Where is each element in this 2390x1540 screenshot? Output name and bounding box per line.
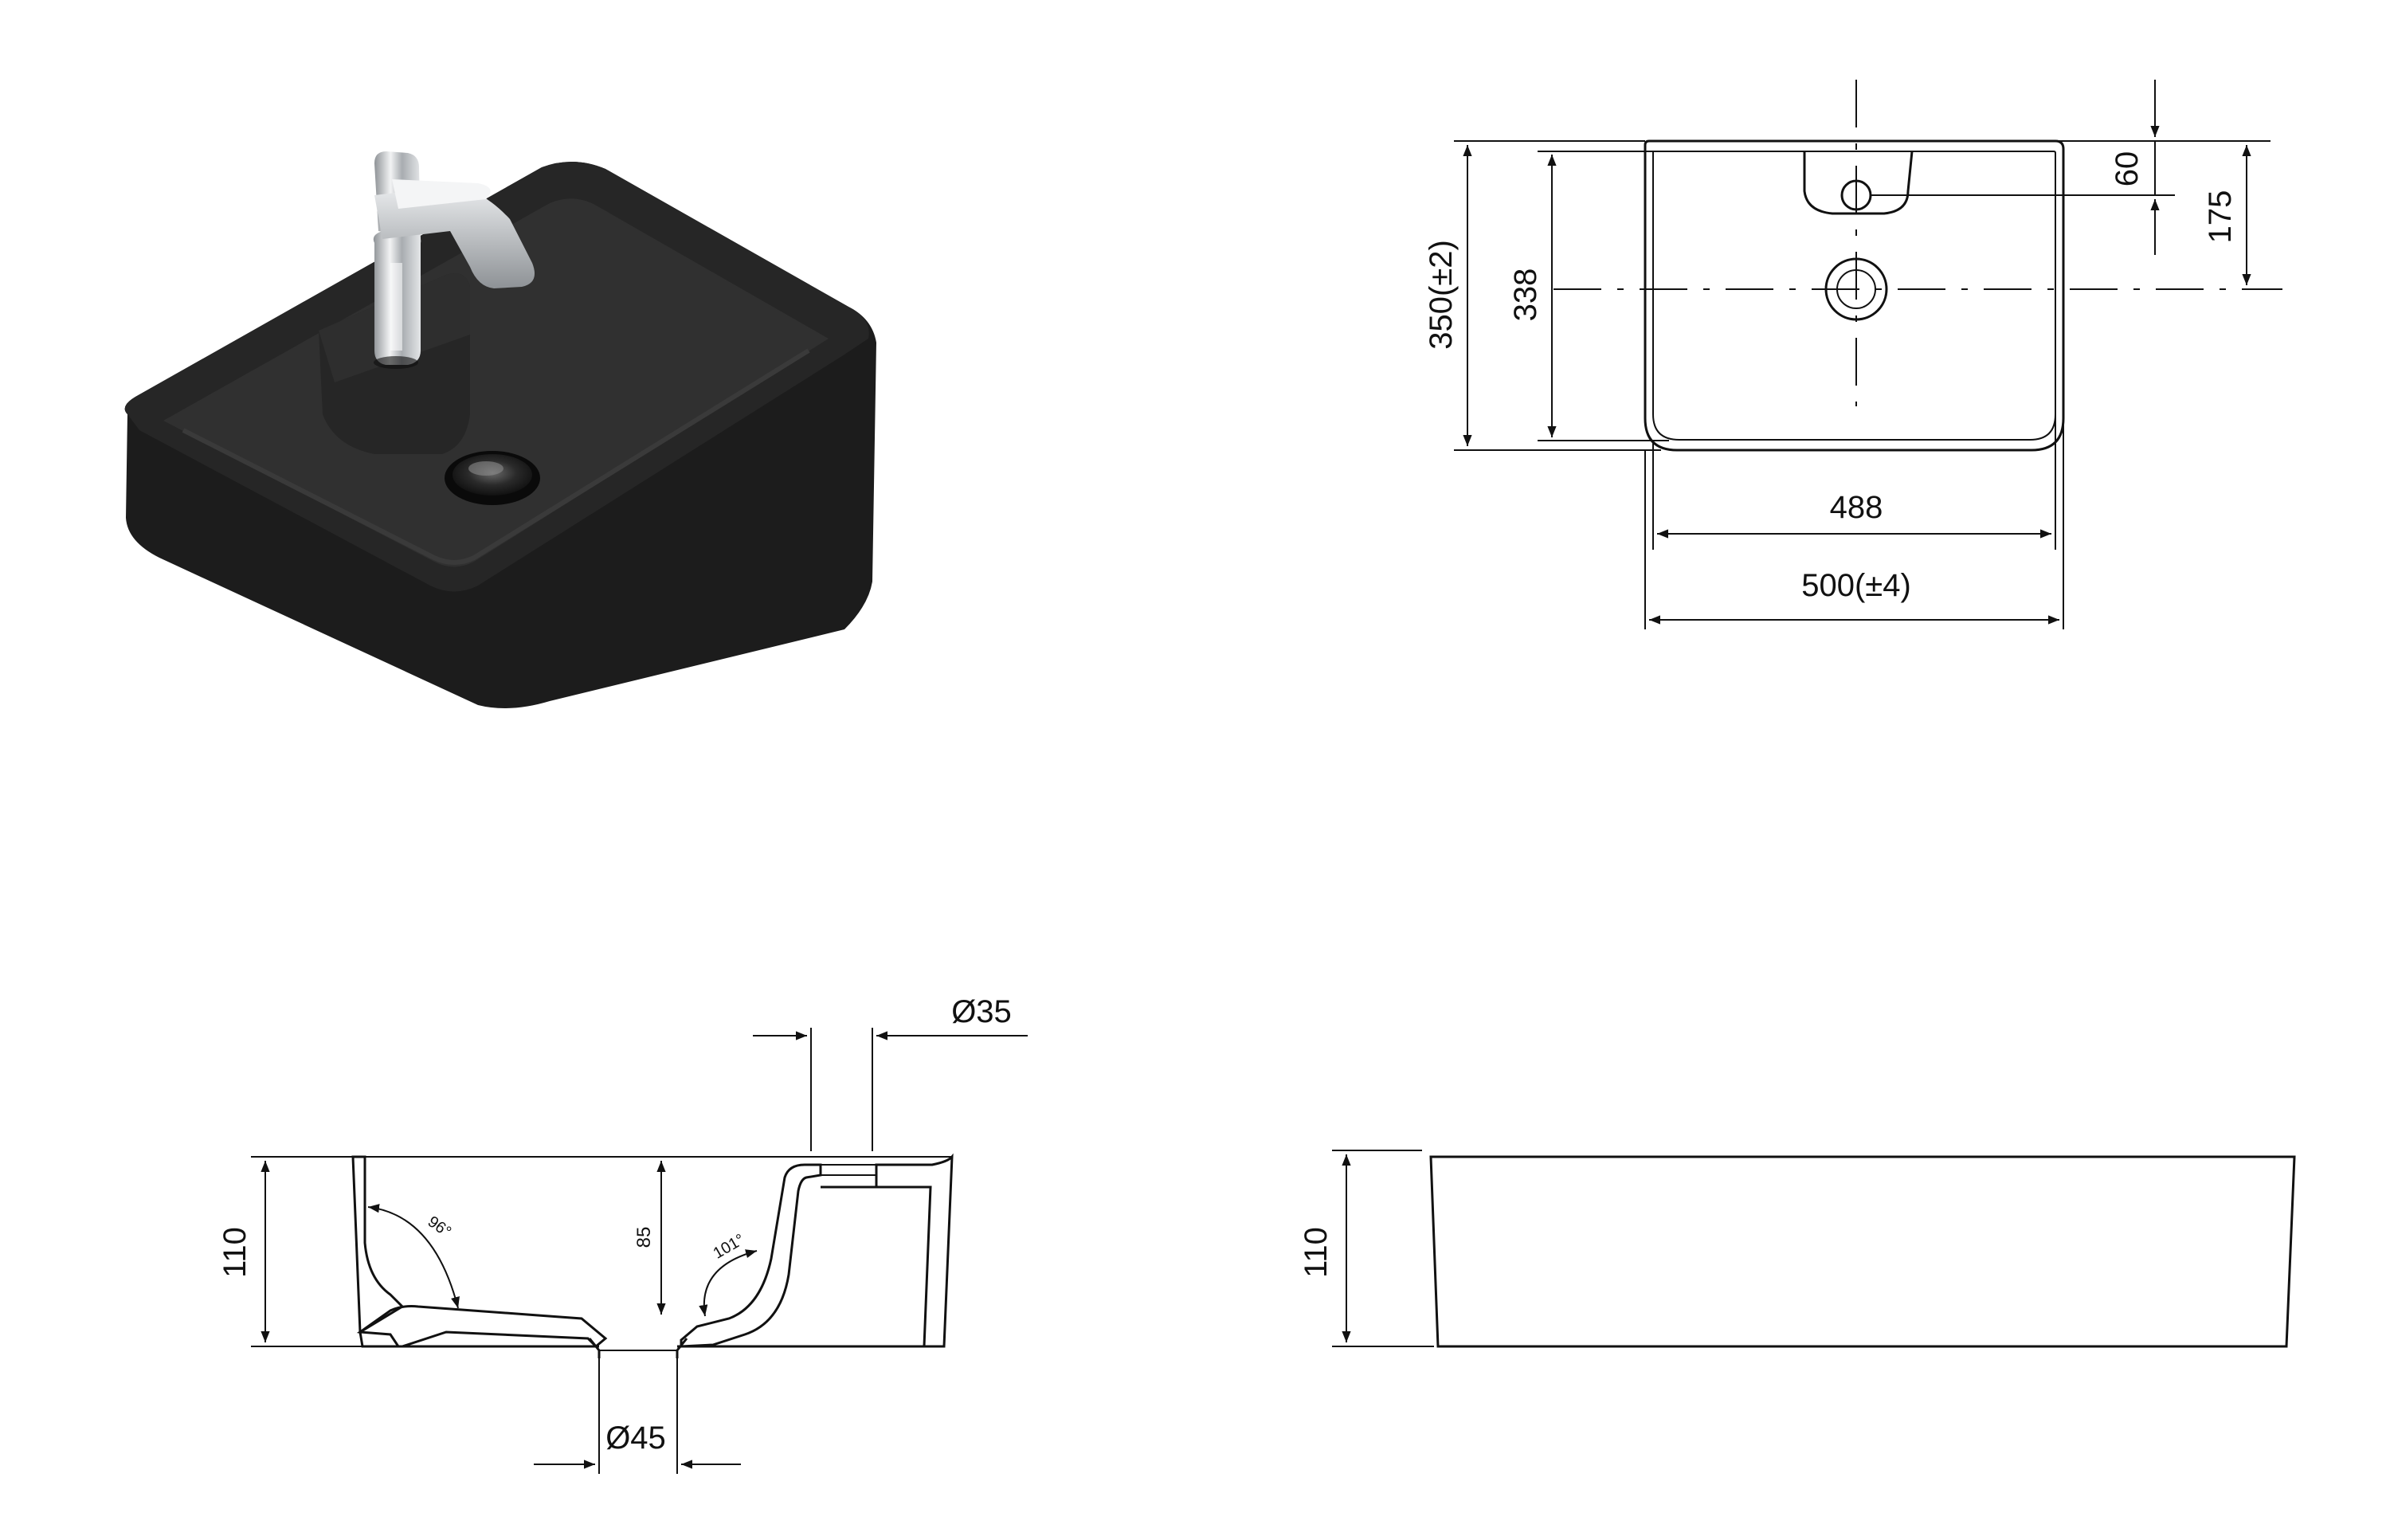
dim-tap-hole: Ø35 [951, 994, 1012, 1029]
dim-drain-hole: Ø45 [605, 1420, 666, 1456]
dim-left-angle: 96° [425, 1213, 454, 1240]
section-left-wall [351, 1155, 405, 1334]
dim-inner-height: 338 [1508, 268, 1543, 322]
dim-right-angle: 101° [711, 1231, 748, 1263]
dim-drain-offset: 175 [2203, 190, 2238, 244]
side-view: 110 [1299, 1150, 2296, 1348]
drain-icon [445, 451, 540, 505]
side-view-outline [1429, 1155, 2296, 1348]
dim-bowl-depth: 85 [633, 1227, 655, 1248]
product-render [124, 151, 876, 708]
basin-bowl [163, 198, 829, 567]
dim-side-height: 110 [1299, 1227, 1334, 1278]
section-floor-left [356, 1305, 608, 1349]
faucet-icon [373, 151, 535, 369]
dim-tap-offset: 60 [2110, 151, 2145, 187]
top-view-outline [1644, 139, 2065, 452]
dim-section-height: 110 [217, 1227, 253, 1278]
top-view: 350(±2) 338 60 175 488 500(±4) [1424, 80, 2282, 629]
dim-inner-width: 488 [1830, 490, 1883, 525]
tap-recess [1803, 151, 1914, 215]
dim-outer-width: 500(±4) [1801, 568, 1911, 603]
dim-outer-height: 350(±2) [1424, 240, 1459, 350]
section-floor-right [680, 1163, 822, 1348]
section-right-wall [875, 1153, 954, 1348]
section-view: 110 Ø35 Ø45 85 96° 101° [217, 994, 1028, 1474]
